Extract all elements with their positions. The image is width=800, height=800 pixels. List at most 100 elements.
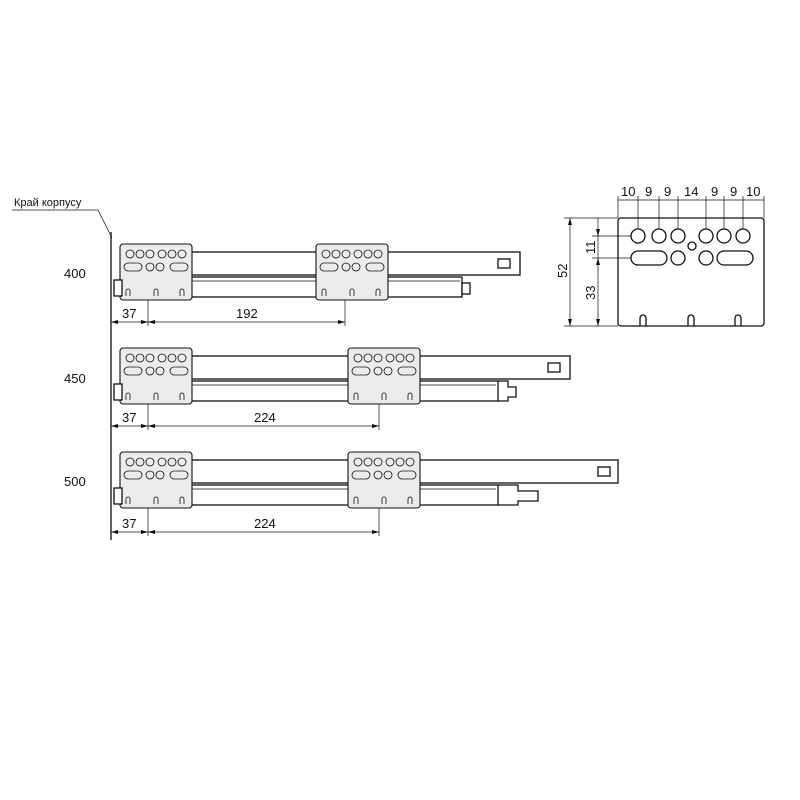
mount-hole [341, 262, 351, 272]
rail-end-stop [461, 282, 471, 295]
cabinet-edge-label: Край корпусу [14, 197, 82, 209]
bracket-detail-view: 10 9 9 14 9 9 10 52 11 33 [555, 184, 765, 327]
rear-bracket-stub [113, 487, 123, 505]
mount-hole [145, 366, 155, 376]
mount-hole [135, 457, 145, 467]
mount-hole [145, 353, 155, 363]
mount-hole [135, 249, 145, 259]
mount-hole [373, 353, 383, 363]
detail-top-dimension: 9 [664, 184, 671, 199]
dim-arrow [596, 258, 600, 265]
offset-dimension: 37 [122, 516, 136, 531]
mount-hole [383, 470, 393, 480]
slide-length-label: 400 [64, 266, 86, 281]
screw-hole [381, 496, 387, 504]
detail-hole [698, 250, 714, 266]
screw-hole [153, 392, 159, 400]
dim-arrow [568, 319, 572, 326]
mount-hole [395, 353, 405, 363]
slide-row-450: 450 [64, 347, 571, 430]
mount-hole [167, 249, 177, 259]
mount-hole [157, 249, 167, 259]
mount-hole [373, 457, 383, 467]
mount-hole [125, 249, 135, 259]
mount-hole [385, 353, 395, 363]
mount-hole [385, 457, 395, 467]
screw-hole [125, 392, 131, 400]
mount-hole [145, 262, 155, 272]
dim-arrow [148, 320, 155, 324]
screw-hole [381, 392, 387, 400]
mount-hole [373, 366, 383, 376]
dim-arrow [596, 319, 600, 326]
detail-lower-spacing: 33 [583, 286, 598, 300]
dim-arrow [568, 218, 572, 225]
screw-hole [125, 496, 131, 504]
mount-slot [169, 366, 189, 376]
dim-arrow [111, 530, 118, 534]
detail-top-dimension: 9 [730, 184, 737, 199]
screw-hole [375, 288, 381, 296]
mount-hole [353, 457, 363, 467]
mount-hole [373, 470, 383, 480]
screw-hole [153, 288, 159, 296]
screw-hole [179, 288, 185, 296]
mount-slot [169, 262, 189, 272]
screw-hole [153, 496, 159, 504]
cabinet-rail [189, 484, 499, 506]
front-mounting-bracket [315, 243, 389, 301]
detail-center-hole [687, 241, 697, 251]
mount-hole [331, 249, 341, 259]
detail-top-dimension: 9 [645, 184, 652, 199]
screw-hole [125, 288, 131, 296]
mount-hole [157, 457, 167, 467]
rail-end-slot [547, 362, 561, 373]
mount-hole [405, 457, 415, 467]
offset-dimension: 37 [122, 410, 136, 425]
screw-hole [321, 288, 327, 296]
dim-arrow [141, 530, 148, 534]
slide-length-label: 500 [64, 474, 86, 489]
detail-slot [716, 250, 754, 266]
rear-mounting-bracket [119, 347, 193, 405]
rear-bracket-stub [113, 383, 123, 401]
mount-hole [157, 353, 167, 363]
front-mounting-bracket [347, 347, 421, 405]
spacing-dimension: 192 [236, 306, 258, 321]
mount-hole [155, 470, 165, 480]
mount-hole [145, 457, 155, 467]
dim-arrow [141, 320, 148, 324]
mount-slot [397, 470, 417, 480]
mount-hole [167, 457, 177, 467]
rail-end-stop [498, 380, 517, 402]
detail-overall-height: 52 [555, 264, 570, 278]
mount-hole [135, 353, 145, 363]
mount-slot [365, 262, 385, 272]
detail-upper-spacing: 11 [583, 241, 598, 255]
dim-arrow [111, 424, 118, 428]
detail-top-dimension: 14 [684, 184, 698, 199]
mount-slot [351, 470, 371, 480]
dim-arrow [338, 320, 345, 324]
mount-hole [177, 353, 187, 363]
mount-hole [405, 353, 415, 363]
slide-row-400: 400 [64, 243, 521, 326]
mount-hole [363, 249, 373, 259]
mount-hole [145, 470, 155, 480]
mount-hole [395, 457, 405, 467]
dim-arrow [596, 229, 600, 236]
mount-hole [363, 457, 373, 467]
screw-hole [353, 496, 359, 504]
mount-hole [353, 249, 363, 259]
mount-hole [341, 249, 351, 259]
dim-arrow [111, 320, 118, 324]
detail-bracket-plate [617, 217, 765, 327]
mount-hole [177, 249, 187, 259]
rail-end-stop [498, 484, 539, 506]
spacing-dimension: 224 [254, 516, 276, 531]
screw-hole [179, 496, 185, 504]
detail-top-dimension: 9 [711, 184, 718, 199]
screw-hole [349, 288, 355, 296]
screw-hole [353, 392, 359, 400]
